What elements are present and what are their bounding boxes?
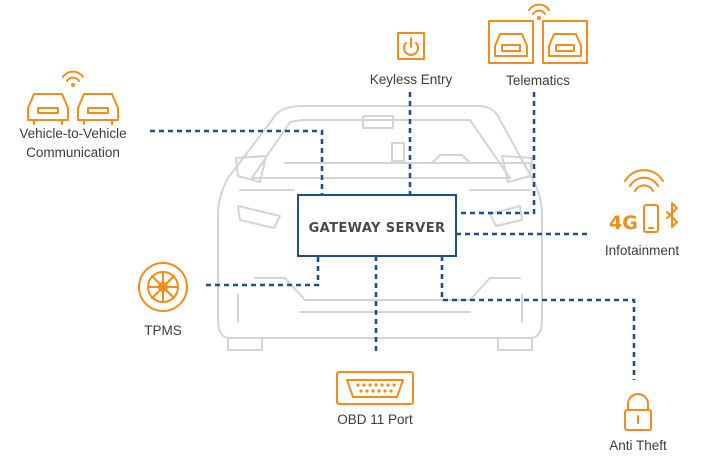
v2v-label-line1: Vehicle-to-Vehicle (19, 126, 126, 141)
two-cars-with-signal-icon (488, 3, 588, 64)
tire-icon (138, 262, 188, 312)
keyless-entry-node: Keyless Entry (370, 32, 453, 87)
keyless-entry-label: Keyless Entry (370, 72, 453, 87)
connector-telematics (456, 92, 536, 215)
telematics-node: Telematics (488, 3, 588, 88)
v2v-label-line2: Communication (26, 145, 120, 160)
connector-v2v (150, 129, 324, 195)
power-button-icon (397, 32, 425, 60)
tpms-node: TPMS (138, 262, 188, 338)
infotainment-label: Infotainment (605, 243, 680, 258)
obd-port-label: OBD 11 Port (337, 412, 413, 427)
telematics-label: Telematics (506, 73, 570, 88)
gateway-server: GATEWAY SERVER (297, 194, 457, 257)
two-cars-with-signal-icon (27, 70, 119, 125)
gateway-label: GATEWAY SERVER (309, 221, 446, 236)
obd-connector-icon (336, 371, 414, 405)
four-g-text: 4G (609, 212, 638, 234)
signal-phone-bluetooth-icon: 4G (609, 169, 678, 234)
v2v-node: Vehicle-to-Vehicle Communication (19, 70, 127, 160)
tpms-label: TPMS (144, 323, 182, 338)
infotainment-node: 4G Infotainment (605, 169, 680, 258)
lock-icon (624, 393, 652, 431)
connector-anti-theft (440, 256, 636, 380)
connectors (150, 92, 636, 380)
obd-port-node: OBD 11 Port (336, 371, 414, 427)
car-outline (217, 105, 543, 351)
anti-theft-node: Anti Theft (609, 393, 667, 453)
anti-theft-label: Anti Theft (609, 438, 667, 453)
connector-tpms (206, 256, 320, 287)
